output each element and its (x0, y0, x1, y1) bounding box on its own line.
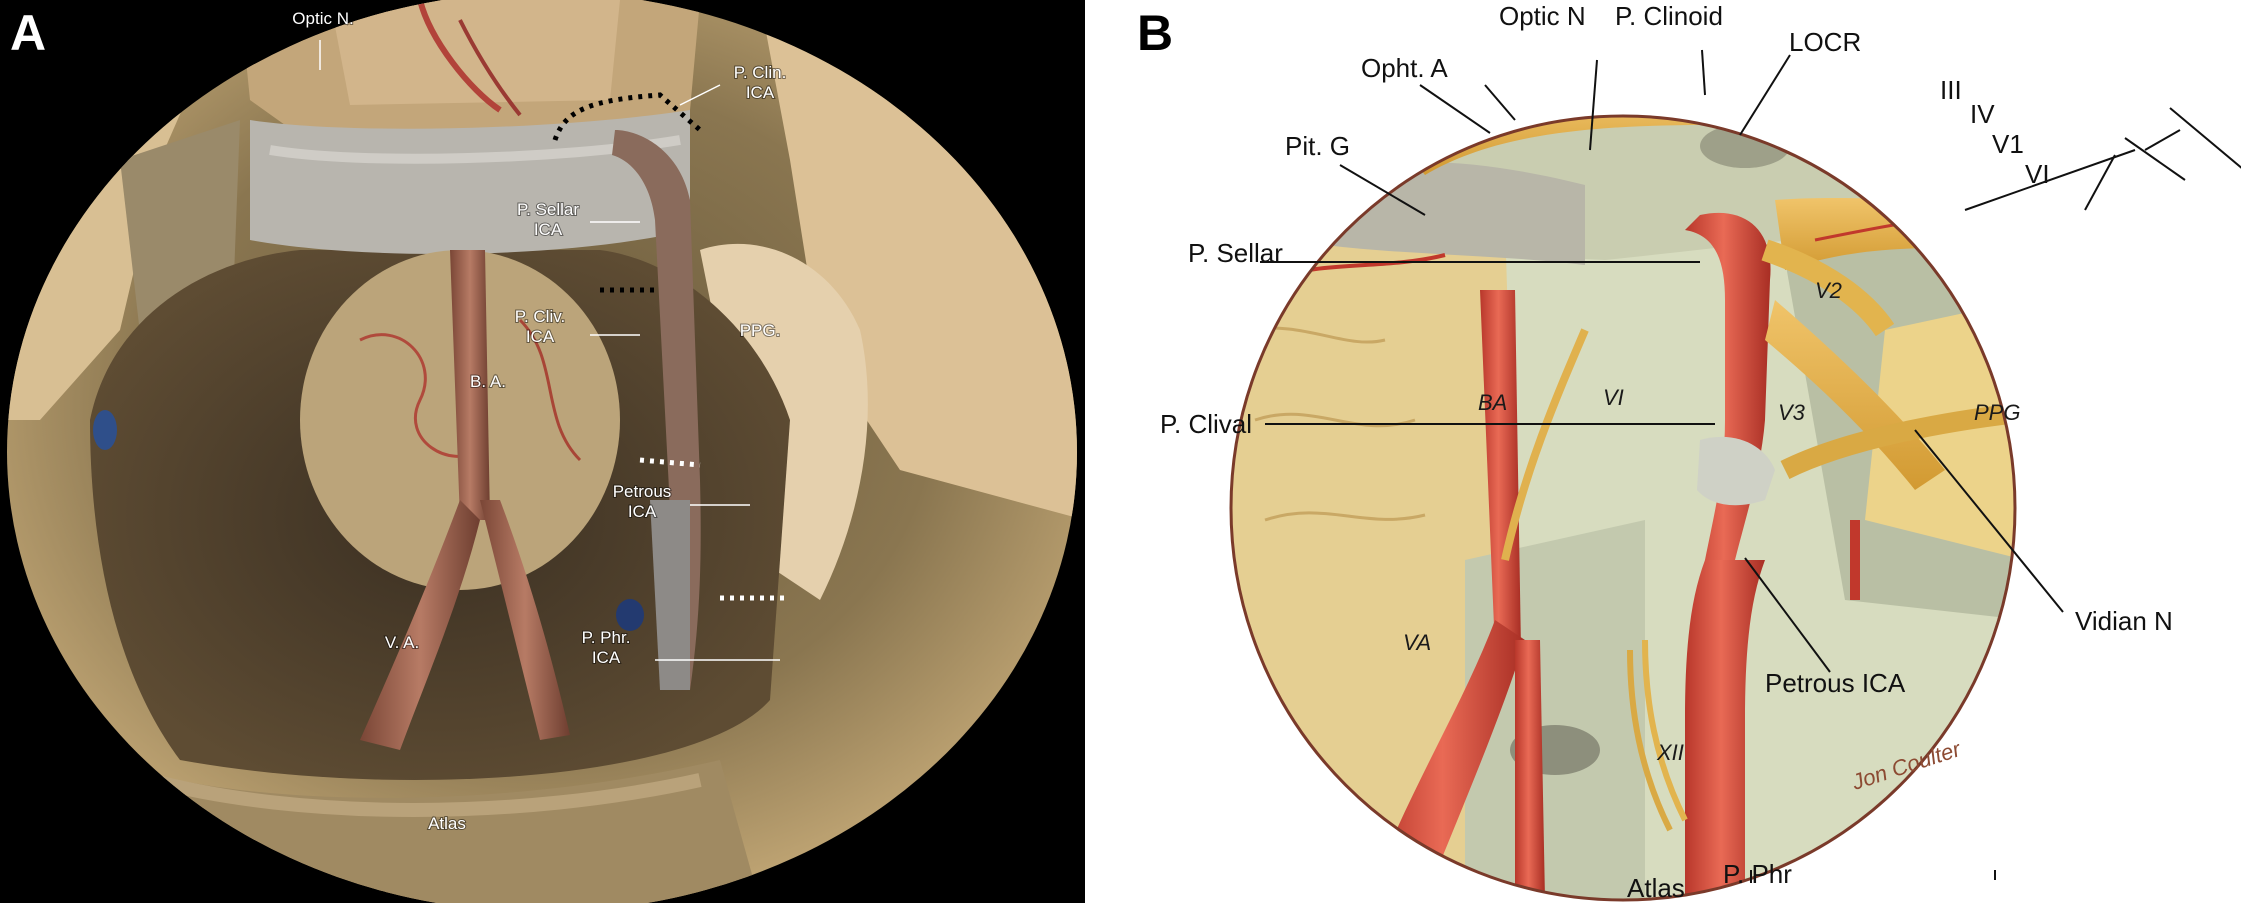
a-label-va: V. A. (385, 633, 419, 652)
b-label-vidian-n: Vidian N (2075, 606, 2173, 636)
b-label-va: VA (1403, 630, 1431, 655)
b-label-p-sellar: P. Sellar (1188, 238, 1283, 268)
endoscopic-photo: Optic N. P. Clin. ICA P. Sellar ICA P. C… (7, 0, 1077, 903)
a-label-p-phr: P. Phr. (582, 628, 631, 647)
b-label-locr: LOCR (1789, 27, 1861, 57)
b-label-v1: V1 (1992, 129, 2024, 159)
b-label-p-phr: P. Phr (1723, 859, 1792, 889)
b-label-optic-n: Optic N (1499, 1, 1586, 31)
b-label-pit-g: Pit. G (1285, 131, 1350, 161)
a-label-ba: B. A. (470, 372, 506, 391)
b-label-xii: XII (1656, 740, 1684, 765)
a-label-optic-n: Optic N. (292, 9, 353, 28)
a-label-p-cliv: P. Cliv. (515, 307, 565, 326)
b-label-petrous-ica: Petrous ICA (1765, 668, 1906, 698)
b-label-v3: V3 (1778, 400, 1806, 425)
a-label-atlas: Atlas (428, 814, 466, 833)
b-label-v2: V2 (1815, 278, 1842, 303)
illustration-circle-border (1229, 114, 2017, 902)
b-label-ba: BA (1478, 390, 1507, 415)
a-label-p-phr-ica: ICA (592, 648, 621, 667)
panel-b-leader-lines (1260, 49, 2241, 883)
b-label-vi-mid: VI (1603, 385, 1624, 410)
clinoid-dotted-outline (552, 92, 702, 141)
b-label-iii: III (1940, 75, 1962, 105)
panel-b-letter: B (1137, 5, 1174, 61)
b-label-vi-top: VI (2025, 159, 2050, 189)
panel-a-photograph: Optic N. P. Clin. ICA P. Sellar ICA P. C… (0, 0, 1085, 903)
b-label-ppg: PPG (1974, 400, 2020, 425)
b-label-atlas: Atlas (1627, 873, 1685, 903)
a-label-p-cliv-ica: ICA (526, 327, 555, 346)
a-label-p-sellar-ica: ICA (534, 220, 563, 239)
panel-a-letter: A (10, 5, 47, 61)
anatomical-illustration: Optic N P. Clinoid LOCR Opht. A III IV V… (1160, 1, 2241, 903)
b-label-p-clinoid: P. Clinoid (1615, 1, 1723, 31)
a-label-ppg: PPG. (740, 321, 781, 340)
b-label-p-clival: P. Clival (1160, 409, 1252, 439)
a-label-p-clin-ica: ICA (746, 83, 775, 102)
panel-b-illustration: Optic N P. Clinoid LOCR Opht. A III IV V… (1085, 0, 2241, 903)
a-label-petrous: Petrous (613, 482, 672, 501)
panel-a-leader-lines (319, 40, 780, 661)
petrous-dotted-marker (639, 457, 701, 468)
b-label-iv: IV (1970, 99, 1995, 129)
a-label-petrous-ica: ICA (628, 502, 657, 521)
b-label-opht-a: Opht. A (1361, 53, 1448, 83)
a-label-p-clin: P. Clin. (734, 63, 787, 82)
a-label-p-sellar: P. Sellar (517, 200, 579, 219)
